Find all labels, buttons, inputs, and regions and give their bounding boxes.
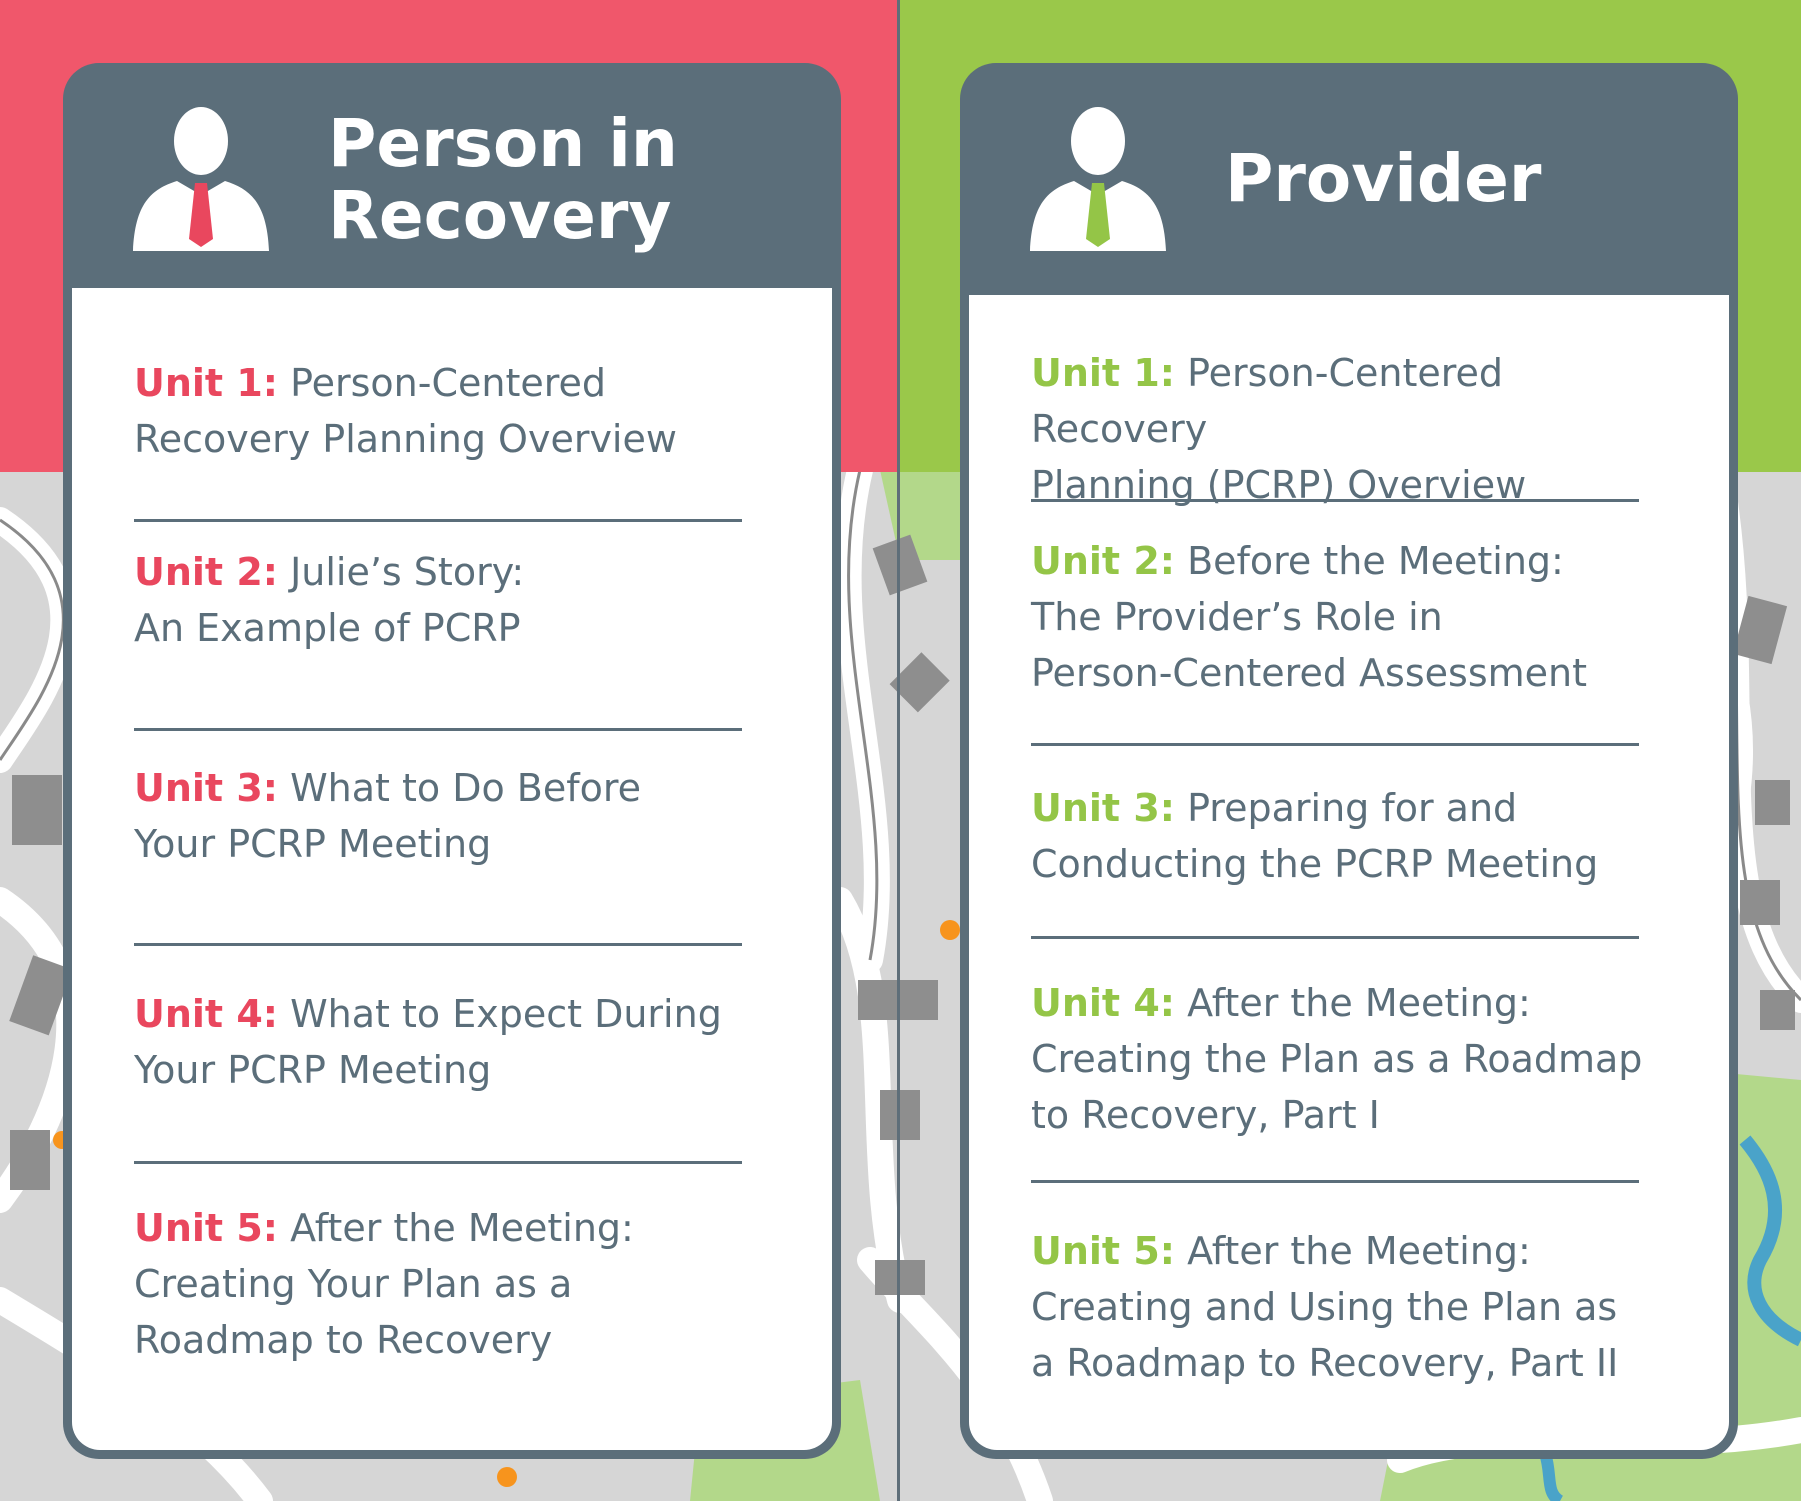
unit-text-line: After the Meeting: [1187,981,1531,1025]
unit-list: Unit 1: Person-Centered Recovery Plannin… [72,288,832,1450]
unit-text-line: to Recovery, Part I [1031,1093,1380,1137]
unit-text-line: Preparing for and [1187,786,1518,830]
card-header: Provider [960,63,1738,288]
unit-text-line: Conducting the PCRP Meeting [1031,842,1599,886]
unit-label: Unit 3: [134,766,278,810]
unit-text-line: Person-Centered Assessment [1031,651,1587,695]
unit-text-line: Creating the Plan as a Roadmap [1031,1037,1643,1081]
unit-label: Unit 5: [1031,1229,1175,1273]
center-divider [897,0,900,1501]
separator [1031,1180,1639,1183]
unit-text-line: After the Meeting: [1187,1229,1531,1273]
unit-text-line: An Example of PCRP [134,606,521,650]
unit-5[interactable]: Unit 5: After the Meeting: Creating and … [1031,1223,1671,1391]
title-line-2: Recovery [328,177,672,254]
card-header: Person in Recovery [63,63,841,288]
unit-label: Unit 1: [1031,351,1175,395]
separator [1031,743,1639,746]
unit-2[interactable]: Unit 2: Before the Meeting: The Provider… [1031,533,1671,701]
person-icon [133,107,269,251]
unit-text-line: Your PCRP Meeting [134,1048,492,1092]
unit-label: Unit 1: [134,361,278,405]
unit-text-line: Creating and Using the Plan as [1031,1285,1618,1329]
unit-text-line: Before the Meeting: [1187,539,1564,583]
unit-label: Unit 4: [134,992,278,1036]
unit-label: Unit 4: [1031,981,1175,1025]
separator [134,519,742,522]
separator [1031,499,1639,502]
unit-1[interactable]: Unit 1: Person-Centered Recovery Plannin… [1031,345,1671,513]
unit-label: Unit 5: [134,1206,278,1250]
unit-label: Unit 2: [134,550,278,594]
separator [134,728,742,731]
unit-text-line: a Roadmap to Recovery, Part II [1031,1341,1619,1385]
separator [134,1161,742,1164]
unit-4[interactable]: Unit 4: What to Expect During Your PCRP … [134,986,774,1098]
card-title: Person in Recovery [328,108,798,252]
unit-text-line: What to Do Before [290,766,642,810]
unit-text-line: Creating Your Plan as a [134,1262,573,1306]
unit-label: Unit 2: [1031,539,1175,583]
unit-text-line: Recovery Planning Overview [134,417,677,461]
unit-text-line: Your PCRP Meeting [134,822,492,866]
unit-1[interactable]: Unit 1: Person-Centered Recovery Plannin… [134,355,774,467]
unit-4[interactable]: Unit 4: After the Meeting: Creating the … [1031,975,1671,1143]
unit-text-line: Roadmap to Recovery [134,1318,553,1362]
unit-3[interactable]: Unit 3: What to Do Before Your PCRP Meet… [134,760,774,872]
person-in-recovery-card: Person in Recovery Unit 1: Person-Center… [63,63,841,1459]
person-icon [1030,107,1166,251]
unit-label: Unit 3: [1031,786,1175,830]
unit-text-line: What to Expect During [290,992,722,1036]
provider-card: Provider Unit 1: Person-Centered Recover… [960,63,1738,1459]
unit-text-line: The Provider’s Role in [1031,595,1443,639]
unit-text-line: Person-Centered Recovery [1031,351,1504,451]
unit-list: Unit 1: Person-Centered Recovery Plannin… [969,295,1729,1450]
unit-5[interactable]: Unit 5: After the Meeting: Creating Your… [134,1200,774,1368]
title-line-1: Person in [328,105,678,182]
separator [1031,936,1639,939]
unit-text-line: After the Meeting: [290,1206,634,1250]
unit-text-line: Julie’s Story: [290,550,525,594]
unit-2[interactable]: Unit 2: Julie’s Story: An Example of PCR… [134,544,774,656]
unit-text-line: Person-Centered [290,361,607,405]
unit-3[interactable]: Unit 3: Preparing for and Conducting the… [1031,780,1671,892]
card-title: Provider [1225,140,1542,217]
separator [134,943,742,946]
